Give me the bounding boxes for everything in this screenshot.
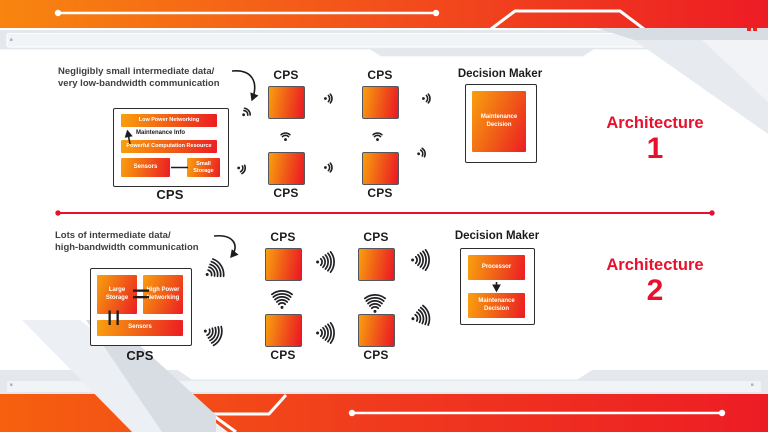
cps-node-label: CPS [273, 68, 299, 82]
header-mark-left [10, 38, 13, 41]
sensors-box: Sensors [97, 320, 183, 336]
wifi-weak-icon [421, 91, 436, 106]
small-storage-box: Small Storage [187, 158, 220, 177]
wifi-strong-icon [315, 321, 341, 345]
wifi-strong-icon [363, 288, 387, 314]
cps-node [268, 152, 305, 185]
red-dash [747, 28, 751, 31]
cps-node-label: CPS [363, 348, 389, 362]
wifi-weak-icon [278, 127, 293, 142]
cps-detail-label-2: CPS [126, 348, 154, 363]
cps-node-label: CPS [270, 348, 296, 362]
wifi-weak-icon [370, 127, 385, 142]
wifi-weak-icon [323, 160, 338, 175]
cps-node-label: CPS [367, 186, 393, 200]
wifi-strong-icon [199, 320, 231, 350]
red-dash [753, 28, 757, 31]
corner-top-right [597, 28, 768, 40]
cps-node-label: CPS [367, 68, 393, 82]
wifi-strong-icon [199, 253, 233, 285]
footer-mark-right [751, 383, 754, 386]
computation-resource-box: Powerful Computation Resource [121, 140, 217, 153]
wifi-strong-icon [315, 250, 341, 274]
large-storage-box: Large Storage [97, 275, 137, 314]
decision-maker-box-1: Maintenance Decision [465, 84, 537, 163]
cps-node-label: CPS [363, 230, 389, 244]
maintenance-decision-box: Maintenance Decision [468, 293, 525, 318]
architecture-2-label: Architecture 2 [606, 256, 704, 307]
cps-node-label: CPS [270, 230, 296, 244]
wifi-strong-icon [410, 248, 436, 272]
maintenance-decision-box: Maintenance Decision [472, 91, 526, 152]
processor-box: Processor [468, 255, 525, 280]
wifi-weak-icon [414, 143, 432, 161]
architecture-1-label: Architecture 1 [606, 114, 704, 165]
cps-node [265, 314, 302, 347]
sensors-box: Sensors [121, 158, 170, 177]
wifi-weak-icon [237, 101, 258, 122]
arch2-annotation: Lots of intermediate data/ high-bandwidt… [55, 230, 199, 253]
decision-maker-title-1: Decision Maker [457, 68, 543, 80]
cps-node [362, 152, 399, 185]
cps-node [268, 86, 305, 119]
maintenance-info-label: Maintenance Info [136, 130, 186, 136]
cps-detail-label-1: CPS [156, 187, 184, 202]
wifi-strong-icon [270, 284, 294, 310]
low-power-networking-box: Low Power Networking [121, 114, 217, 127]
arch1-annotation: Negligibly small intermediate data/ very… [58, 66, 220, 89]
wifi-weak-icon [323, 91, 338, 106]
cps-detail-box-2: Large Storage High Power Networking Sens… [90, 268, 192, 346]
decision-maker-title-2: Decision Maker [454, 230, 540, 242]
cps-node [358, 248, 395, 281]
cps-node [265, 248, 302, 281]
wifi-weak-icon [234, 160, 253, 179]
high-power-networking-box: High Power Networking [143, 275, 183, 314]
decision-maker-box-2: Processor Maintenance Decision [460, 248, 535, 325]
cps-node-label: CPS [273, 186, 299, 200]
cps-node [358, 314, 395, 347]
wifi-strong-icon [408, 302, 439, 330]
footer-mark-left [10, 383, 13, 386]
cps-detail-box-1: Low Power Networking Maintenance Info Po… [113, 108, 229, 187]
top-band-notch [490, 9, 645, 31]
cps-node [362, 86, 399, 119]
